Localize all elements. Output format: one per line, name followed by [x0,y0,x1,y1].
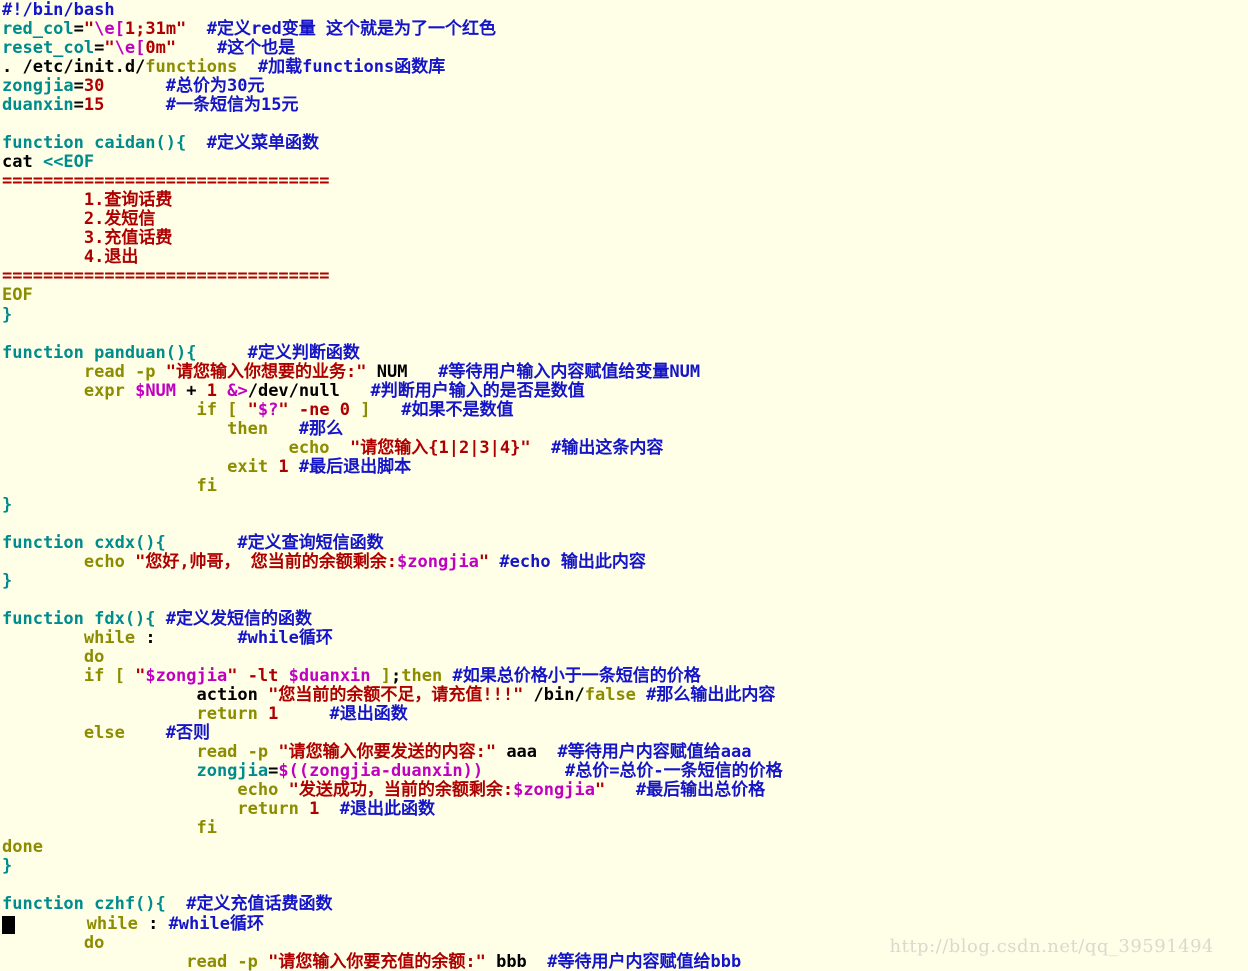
code-line: ================================ [2,171,330,192]
code-line: then #那么 [227,418,344,439]
code-line: 1.查询话费 [2,190,173,211]
code-line [2,115,1248,134]
code-line [2,325,1248,344]
code-line: ================================ [2,266,330,287]
code-line: return 1 #退出此函数 [237,799,436,820]
code-line: while : #while循环 [83,628,333,649]
code-line [2,591,1248,610]
code-line: } [2,856,13,877]
code-line: function fdx(){ #定义发短信的函数 [2,609,313,629]
code-line: duanxin=15 #一条短信为15元 [2,95,299,116]
code-line: echo "请您输入{1|2|3|4}" #输出这条内容 [288,437,664,458]
code-line: return 1 #退出函数 [196,704,408,725]
code-line: expr $NUM + 1 &>/dev/null #判断用户输入的是否是数值 [83,380,585,401]
code-line: zongjia=$((zongjia-duanxin)) #总价=总价-一条短信… [196,761,783,782]
code-line: cat <<EOF [2,152,95,173]
code-line: reset_col="\e[0m" #这个也是 [2,38,296,59]
code-line: else #否则 [83,723,211,744]
code-line: } [2,494,13,515]
code-line: 4.退出 [2,247,139,268]
code-line: 2.发短信 [2,209,156,230]
code-line [2,876,1248,895]
code-line: read -p "请您输入你要发送的内容:" aaa #等待用户内容赋值给aaa [196,742,752,763]
code-line: 3.充值话费 [2,228,173,249]
code-line: if [ "$zongjia" -lt $duanxin ];then #如果总… [83,666,701,687]
code-line: EOF [2,285,33,306]
code-line: while : #while循环 [2,914,1248,934]
code-line: action "您当前的余额不足，请充值!!!" /bin/false #那么输… [196,685,776,706]
code-line: do [83,932,105,953]
watermark-url: http://blog.csdn.net/qq_39591494 [889,936,1214,957]
code-line: fi [196,475,217,496]
code-line: exit 1 #最后退出脚本 [227,456,412,477]
code-line: function czhf(){ #定义充值话费函数 [2,894,333,915]
code-line: #!/bin/bash [2,0,115,20]
cursor [2,915,15,934]
code-line: do [83,647,105,668]
code-line: . /etc/init.d/functions #加载functions函数库 [2,57,446,78]
code-line: echo "您好,帅哥， 您当前的余额剩余:$zongjia" #echo 输出… [83,551,646,572]
code-line: fi [196,818,217,839]
code-line: red_col="\e[1;31m" #定义red变量 这个就是为了一个红色 [2,19,496,40]
code-line: } [2,570,13,591]
code-line: function panduan(){ #定义判断函数 [2,342,360,363]
code-line: if [ "$?" -ne 0 ] #如果不是数值 [196,399,514,420]
code-line: read -p "请您输入你想要的业务:" NUM #等待用户输入内容赋值给变量… [83,361,701,382]
code-line: } [2,304,13,325]
code-line: function cxdx(){ #定义查询短信函数 [2,532,384,553]
code-line: echo "发送成功，当前的余额剩余:$zongjia" #最后输出总价格 [237,780,766,801]
code-line: read -p "请您输入你要充值的余额:" bbb #等待用户内容赋值给bbb [186,951,742,971]
code-line: done [2,837,43,858]
code-line [2,515,1248,534]
code-line: zongjia=30 #总价为30元 [2,76,265,97]
code-line: function caidan(){ #定义菜单函数 [2,133,319,154]
